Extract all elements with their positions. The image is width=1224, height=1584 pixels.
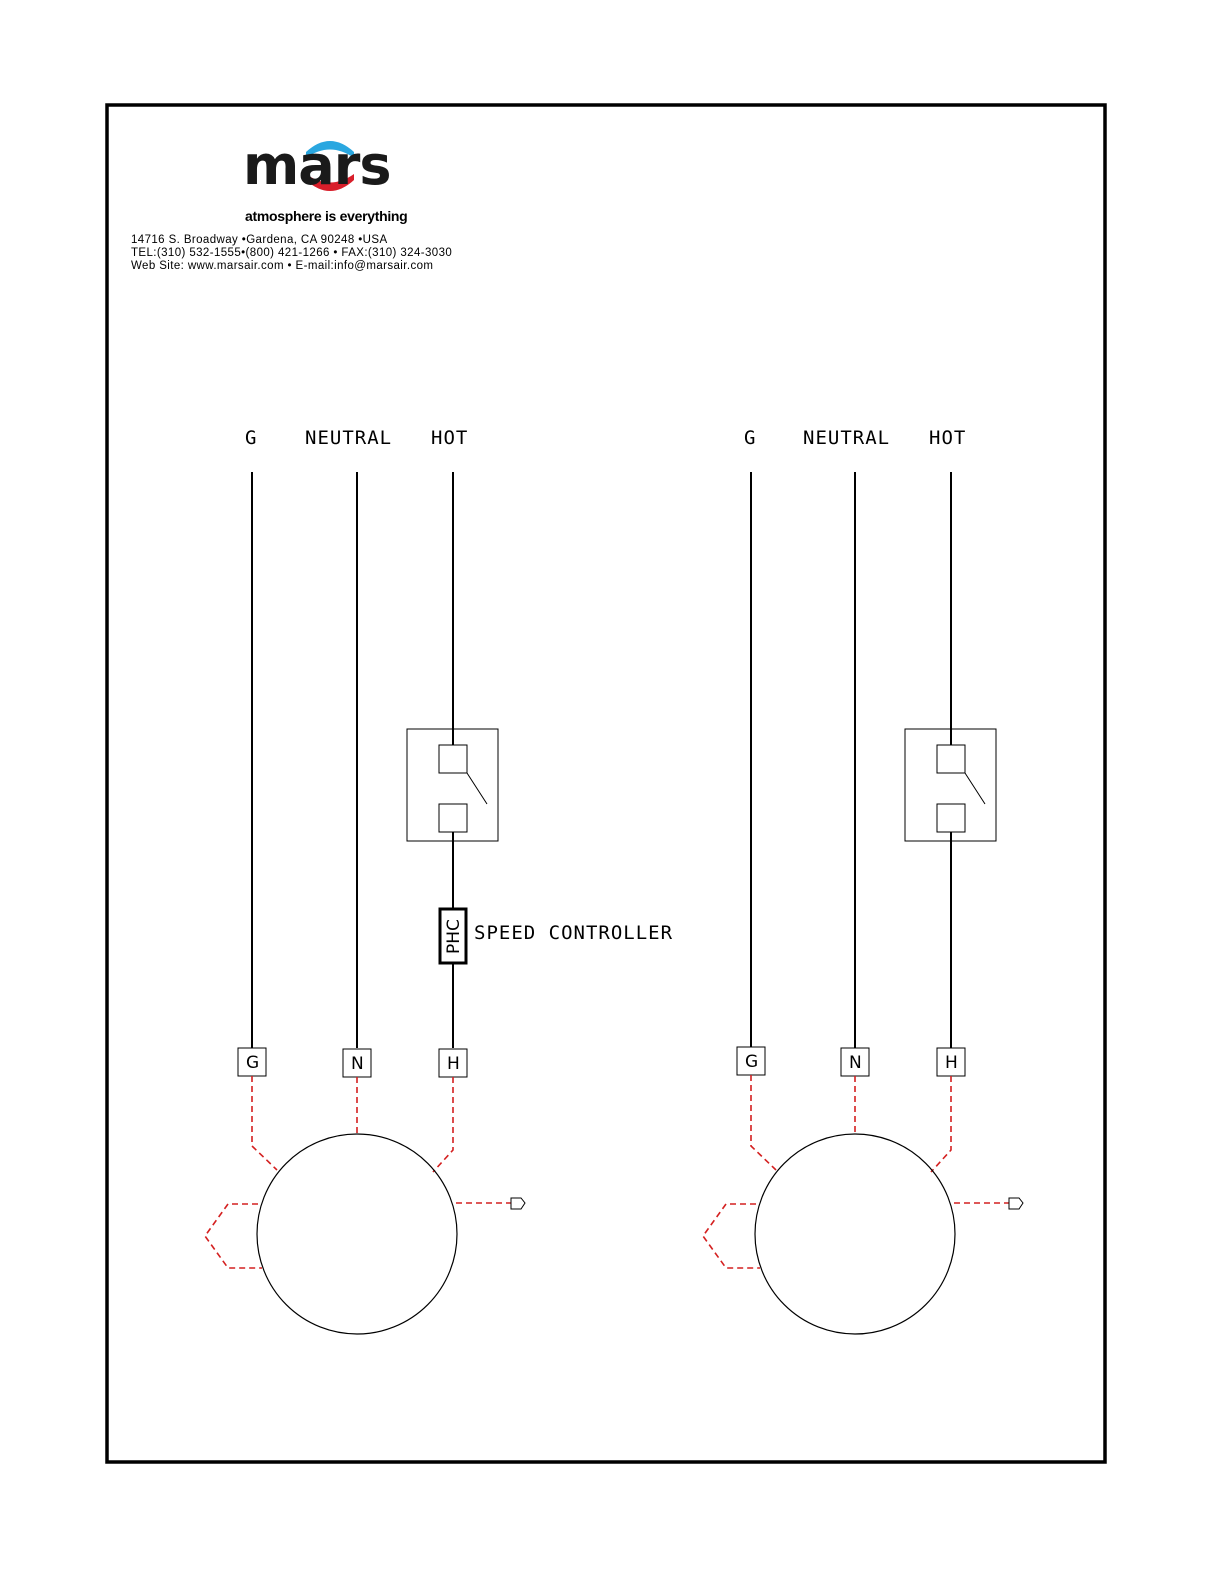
terminal-ground: G xyxy=(238,1048,266,1076)
company-phone: TEL:(310) 532-1555•(800) 421-1266 • FAX:… xyxy=(131,247,452,259)
switch xyxy=(905,729,996,841)
output-connector-icon xyxy=(1009,1198,1023,1209)
company-website: Web Site: www.marsair.com • E-mail:info@… xyxy=(131,260,433,272)
switch-lever xyxy=(467,773,487,804)
diagram-left: G NEUTRAL HOT PHC SPEED CONTROLLER G xyxy=(205,427,673,1334)
internal-hot-lead xyxy=(433,1077,453,1172)
internal-ground-lead xyxy=(751,1075,776,1170)
company-address: 14716 S. Broadway •Gardena, CA 90248 •US… xyxy=(131,234,388,246)
sheet-border xyxy=(107,105,1105,1462)
switch-contact-bottom xyxy=(439,804,467,832)
switch-contact-bottom xyxy=(937,804,965,832)
terminal-neutral-label: N xyxy=(351,1054,364,1074)
motor xyxy=(755,1134,955,1334)
terminal-neutral-label: N xyxy=(849,1053,862,1073)
terminal-neutral: N xyxy=(343,1049,371,1077)
capacitor-loop xyxy=(205,1204,262,1268)
terminal-hot-label: H xyxy=(945,1053,958,1073)
terminal-neutral: N xyxy=(841,1048,869,1076)
terminal-ground: G xyxy=(737,1047,765,1075)
speed-controller: PHC SPEED CONTROLLER xyxy=(440,909,673,963)
internal-ground-lead xyxy=(252,1076,277,1170)
output-connector-icon xyxy=(511,1198,525,1209)
capacitor-loop xyxy=(703,1204,760,1268)
terminal-hot-label: H xyxy=(447,1054,460,1074)
switch-lever xyxy=(965,773,985,804)
switch-contact-top xyxy=(937,745,965,773)
speed-controller-label: SPEED CONTROLLER xyxy=(474,922,673,944)
company-header: mars atmosphere is everything 14716 S. B… xyxy=(131,134,452,272)
label-neutral: NEUTRAL xyxy=(803,427,890,449)
logo-wordmark: mars xyxy=(243,134,390,197)
motor xyxy=(257,1134,457,1334)
company-tagline: atmosphere is everything xyxy=(245,208,407,224)
switch xyxy=(407,729,498,841)
terminal-hot: H xyxy=(937,1048,965,1076)
switch-contact-top xyxy=(439,745,467,773)
terminal-ground-label: G xyxy=(745,1052,758,1072)
label-hot: HOT xyxy=(929,427,966,449)
diagram-right: G NEUTRAL HOT G N H xyxy=(703,427,1023,1334)
label-ground: G xyxy=(245,427,257,449)
label-ground: G xyxy=(744,427,756,449)
label-hot: HOT xyxy=(431,427,468,449)
label-neutral: NEUTRAL xyxy=(305,427,392,449)
speed-controller-code: PHC xyxy=(444,919,464,954)
internal-hot-lead xyxy=(931,1076,951,1172)
switch-housing xyxy=(905,729,996,841)
switch-housing xyxy=(407,729,498,841)
mars-logo: mars xyxy=(243,134,390,197)
terminal-hot: H xyxy=(439,1049,467,1077)
terminal-ground-label: G xyxy=(246,1053,259,1073)
